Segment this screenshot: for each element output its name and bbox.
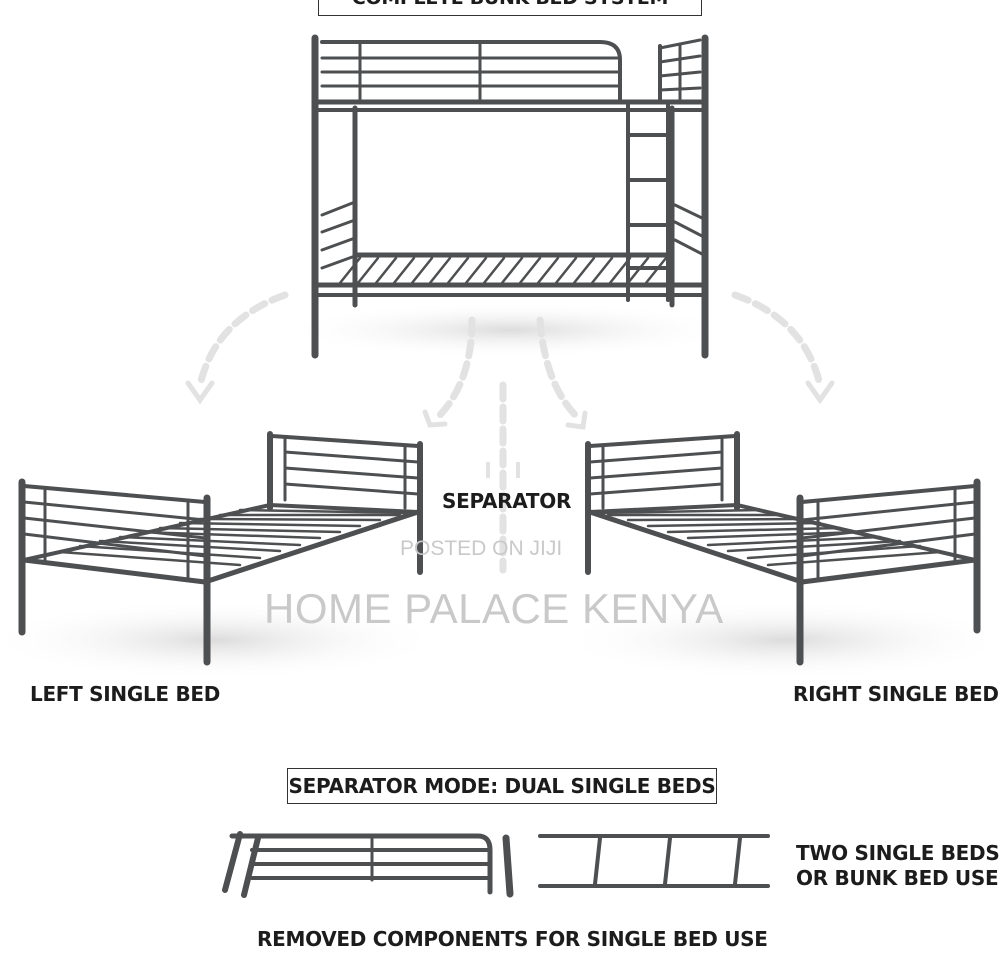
left-bed-shadow: [0, 600, 445, 680]
split-arrows: [196, 291, 824, 574]
arrow-right-outer: [731, 291, 824, 389]
watermark-seller: HOME PALACE KENYA: [264, 585, 724, 632]
separator-label: SEPARATOR: [442, 489, 572, 513]
two-beds-line2: OR BUNK BED USE: [796, 866, 999, 890]
arrow-left-outer: [196, 291, 289, 389]
mode-box: SEPARATOR MODE: DUAL SINGLE BEDS: [287, 768, 717, 804]
complete-bunk-bed: [311, 34, 709, 359]
removed-ladder: [538, 834, 770, 888]
removed-post: [502, 834, 514, 898]
left-bed-label: LEFT SINGLE BED: [30, 682, 221, 706]
watermark-posted: POSTED ON JIJI: [400, 537, 563, 560]
title-text: COMPLETE BUNK BED SYSTEM: [352, 0, 669, 9]
two-beds-line1: TWO SINGLE BEDS: [796, 841, 999, 865]
mode-text: SEPARATOR MODE: DUAL SINGLE BEDS: [288, 774, 716, 798]
right-single-bed: [585, 431, 981, 666]
left-single-bed: [18, 431, 423, 666]
arrow-heads: [185, 380, 835, 430]
separator-marks: [486, 462, 520, 478]
removed-components-label: REMOVED COMPONENTS FOR SINGLE BED USE: [257, 927, 768, 951]
title-box: COMPLETE BUNK BED SYSTEM: [318, 0, 702, 16]
right-bed-label: RIGHT SINGLE BED: [793, 682, 999, 706]
arrow-right-inner: [536, 316, 582, 422]
right-bed-shadow: [555, 600, 999, 680]
removed-guard-rail: [222, 831, 493, 898]
arrow-left-inner: [436, 316, 476, 419]
bunk-bed-shadow: [280, 302, 740, 358]
